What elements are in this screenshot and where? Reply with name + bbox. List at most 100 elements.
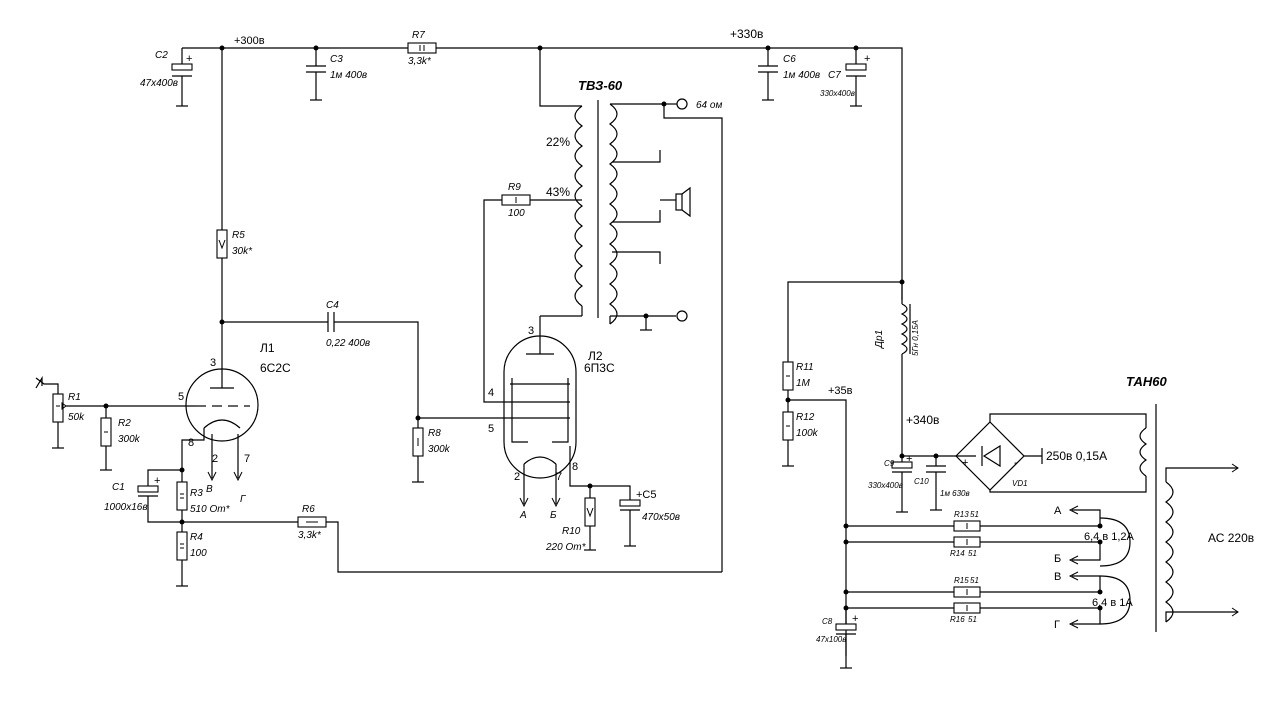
fil-g-label: Г [1054,619,1060,631]
r12-label: R12 [796,412,815,423]
r9-resistor [483,194,582,403]
vd1-bridge: + - [955,413,1148,493]
c6-value: 1м 400в [783,70,820,81]
c3-capacitor [306,48,326,101]
fil-v-label: В [1054,571,1061,583]
svg-text:+: + [864,53,870,65]
l1-pin8: 8 [188,437,194,449]
c5-value: 470x50в [642,512,680,523]
l2-pin5: 5 [488,423,494,435]
r14-label: R14 [950,549,965,558]
l1-pin3: 3 [210,357,216,369]
c6-label: C6 [783,54,796,65]
c2-label: C2 [155,50,168,61]
tap-22-label: 22% [546,135,570,149]
r11-r12-divider [782,361,847,656]
r4-label: R4 [190,532,203,543]
r9-label: R9 [508,182,521,193]
r7-label: R7 [412,30,425,41]
r5-value: 30k* [232,246,253,257]
fil-a-label: А [1054,505,1062,517]
pentode-l2 [503,330,591,508]
l2-pin4: 4 [488,387,494,399]
r10-value: 220 От* [545,542,587,553]
l2-label: Л2 [588,349,603,363]
svg-text:+: + [962,457,968,469]
r15-label: R15 [954,576,969,585]
c8-label: C8 [822,617,833,626]
r2-label: R2 [118,418,131,429]
l1-pin5: 5 [178,391,184,403]
r9-value: 100 [508,208,525,219]
c6-capacitor [758,48,778,101]
r3-value: 510 От* [190,504,231,515]
c10-label: C10 [914,477,929,486]
l1-pin2: 2 [212,453,218,465]
r6-label: R6 [302,504,315,515]
r11-label: R11 [796,362,814,373]
r7-value: 3,3k* [408,56,432,67]
l1-v-label: В [206,484,213,495]
choke-dr1 [787,279,911,456]
r16-value: 51 [968,615,977,624]
l1-g-label: Г [240,494,247,505]
r5-resistor [216,48,228,372]
l2-b-label: Б [550,510,557,521]
r4-value: 100 [190,548,207,559]
c3-value: 1м 400в [330,70,367,81]
c9-value: 330x400в [868,481,903,490]
top-rail [182,45,903,300]
svg-text:+: + [906,453,912,465]
v300-label: +300в [234,35,265,47]
l2-pin7: 7 [556,471,562,483]
r7-resistor [407,42,437,54]
c3-label: C3 [330,54,343,65]
r1-label: R1 [68,392,81,403]
l2-type: 6П3С [584,361,615,375]
r10-label: R10 [562,526,581,537]
fil2-label: 6,4 в 1А [1092,597,1133,609]
triode-l1 [66,368,259,482]
r16-label: R16 [950,615,965,624]
l2-pin2: 2 [514,471,520,483]
r2-resistor [100,403,112,471]
svg-text:+: + [852,613,858,625]
c7-label: C7 [828,70,841,81]
c4-label: C4 [326,300,339,311]
dr1-label: Др1 [874,330,885,349]
r13-label: R13 [954,510,969,519]
l2-a-label: А [519,510,527,521]
l1-type: 6С2С [260,361,291,375]
vd1-label: VD1 [1012,479,1028,488]
r8-resistor [412,415,510,483]
r8-value: 300k [428,444,451,455]
tan-label: ТАН60 [1126,374,1167,389]
c2-value: 47x400в [140,78,178,89]
r11-value: 1М [796,378,811,389]
r1-value: 50k [68,412,85,423]
c7-value: 330x400в [820,89,855,98]
v340-label: +340в [906,413,939,427]
v330-label: +330в [730,27,763,41]
c8-value: 47x100в [816,635,846,644]
r2-value: 300k [118,434,141,445]
output-transformer [539,48,723,572]
r3-r4-chain [176,452,188,587]
ac-label: АС 220в [1208,531,1254,545]
fil-b-label: Б [1054,553,1061,565]
l2-pin8: 8 [572,461,578,473]
c2-capacitor: + [171,48,193,107]
r3-label: R3 [190,488,203,499]
r6-resistor [182,516,722,573]
fil1-label: 6,4 в 1,2А [1084,531,1135,543]
v35-label: +35в [828,385,853,397]
r13-value: 51 [970,510,979,519]
l1-label: Л1 [260,341,275,355]
c10-value: 1м 630в [940,489,970,498]
c4-capacitor [222,312,419,428]
r10-c5-cathode [584,483,641,551]
c1-capacitor: + [137,469,182,523]
svg-text:+: + [154,475,160,487]
l2-pin3: 3 [528,325,534,337]
resistor-marks [56,45,968,611]
